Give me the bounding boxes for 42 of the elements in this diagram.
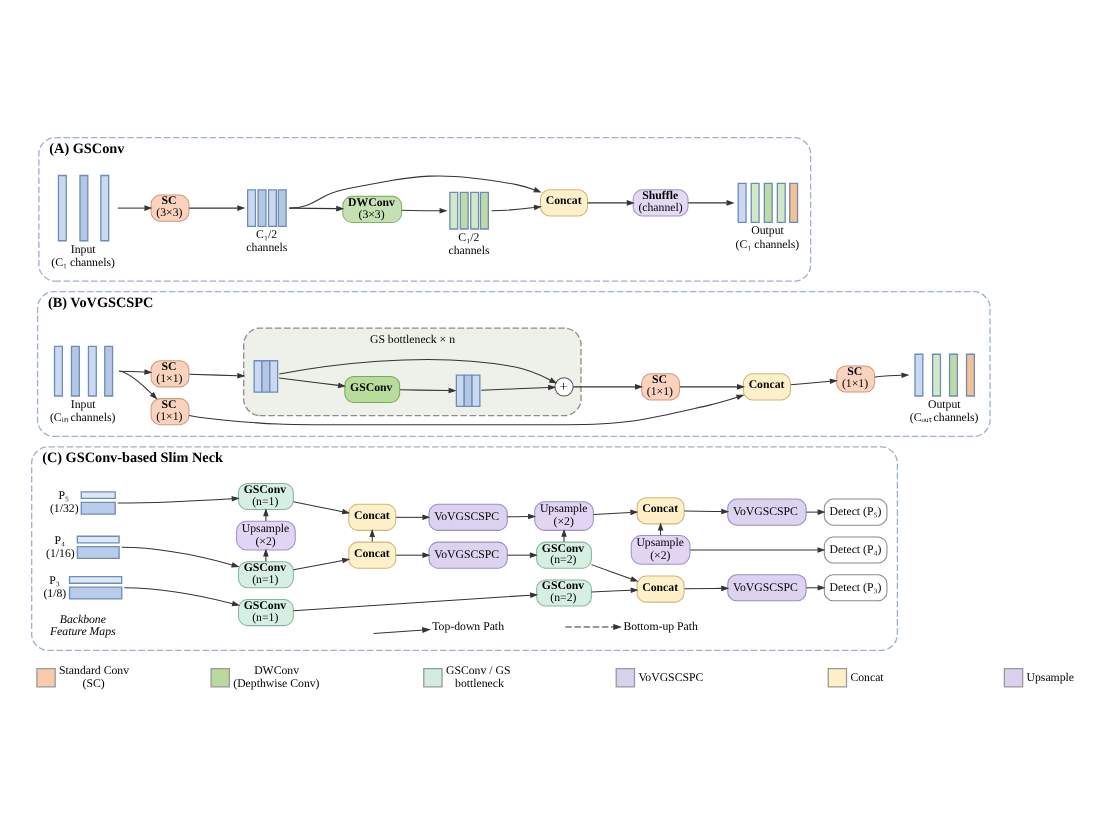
arrow — [188, 205, 246, 211]
arrow — [292, 501, 351, 515]
arrow — [561, 528, 567, 543]
arrow — [278, 377, 347, 389]
arrow — [874, 372, 910, 378]
arrow — [263, 548, 269, 562]
arrow — [790, 378, 838, 386]
arrow — [188, 372, 246, 379]
arrow — [480, 384, 557, 391]
arrow — [591, 564, 639, 582]
arrow — [121, 546, 240, 568]
arrow — [683, 508, 730, 515]
arrow — [491, 204, 542, 212]
arrow — [506, 513, 537, 520]
arrow — [188, 394, 745, 426]
arrow — [689, 547, 826, 553]
arrow — [591, 587, 639, 594]
arrow — [399, 387, 457, 394]
arrow — [805, 509, 826, 515]
arrow — [395, 552, 431, 558]
arrow — [587, 200, 635, 206]
arrow — [117, 205, 153, 211]
arrow — [805, 585, 826, 591]
arrow — [369, 529, 376, 543]
arrow — [593, 509, 639, 516]
arrow — [288, 175, 542, 209]
arrow — [687, 200, 735, 206]
arrow — [679, 384, 745, 390]
arrow — [401, 207, 448, 214]
arrow — [263, 508, 269, 522]
arrow — [292, 557, 351, 571]
arrow — [118, 369, 153, 375]
arrow — [395, 514, 431, 521]
arrow — [292, 592, 539, 612]
arrow — [506, 552, 538, 558]
arrow — [118, 370, 158, 400]
arrow — [123, 587, 240, 607]
arrow — [572, 384, 643, 390]
arrow — [288, 205, 345, 212]
arrow — [117, 495, 240, 504]
arrow — [278, 358, 558, 384]
arrow — [683, 585, 730, 592]
